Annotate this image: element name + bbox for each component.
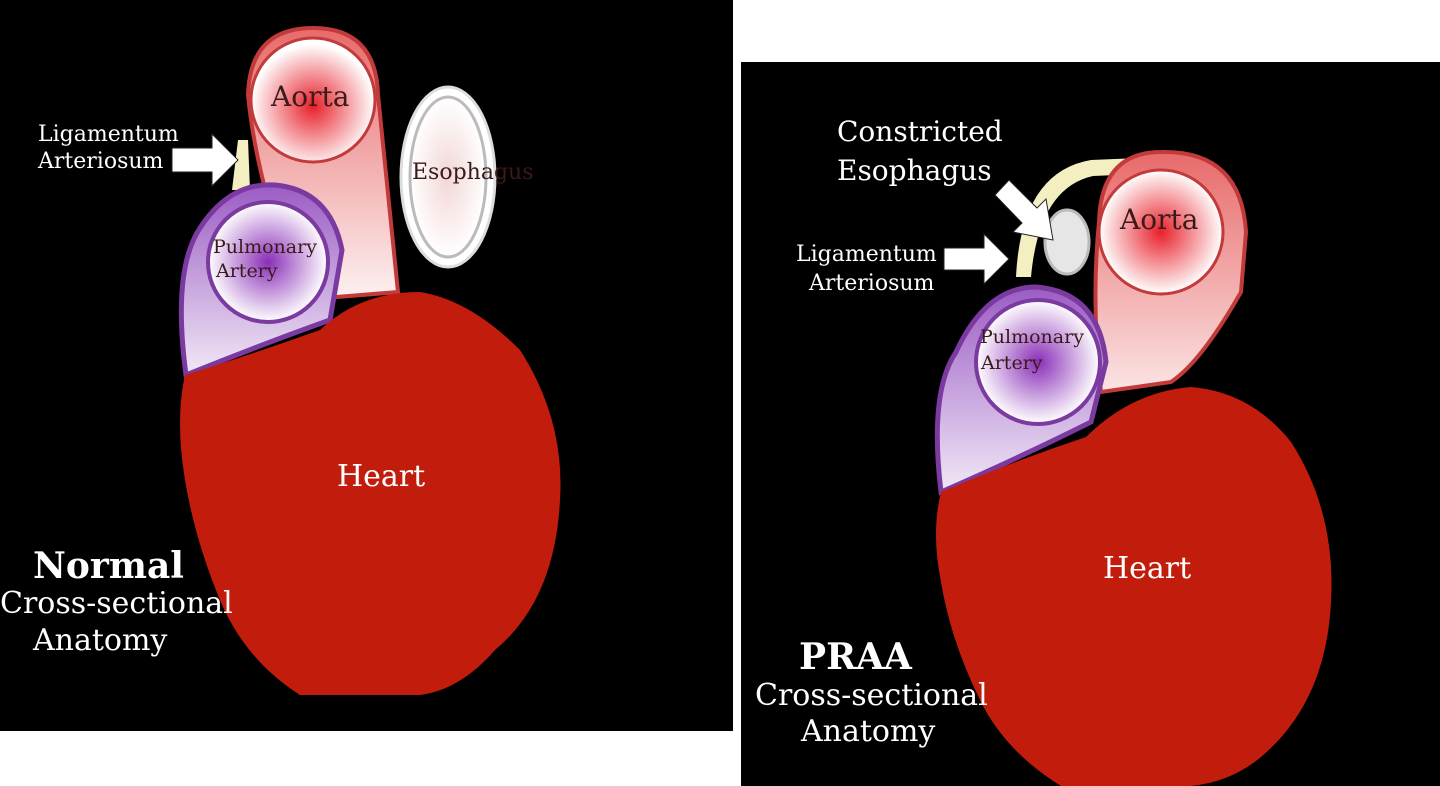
ligamentum-arrow-icon bbox=[171, 132, 239, 188]
aorta-cross-section bbox=[1097, 168, 1225, 296]
constricted-esophagus-shape bbox=[1043, 208, 1091, 276]
ligamentum-arrow-icon bbox=[943, 232, 1010, 286]
normal-anatomy-panel: Aorta Esophagus Ligamentum Arteriosum Pu… bbox=[0, 0, 733, 731]
pulmonary-label-line2: Artery bbox=[216, 260, 278, 282]
esophagus-arrow-icon bbox=[994, 179, 1054, 241]
panel-subtitle-line2: Anatomy bbox=[33, 623, 168, 658]
pulmonary-label-line1: Pulmonary bbox=[213, 236, 317, 258]
panel-subtitle-line1: Cross-sectional bbox=[0, 586, 233, 621]
pulmonary-label-line2: Artery bbox=[981, 352, 1043, 374]
aorta-label: Aorta bbox=[271, 80, 350, 113]
esophagus-label: Esophagus bbox=[412, 160, 534, 185]
heart-label: Heart bbox=[337, 459, 426, 494]
pulmonary-label-line1: Pulmonary bbox=[980, 326, 1084, 348]
panel-title: PRAA bbox=[799, 636, 912, 678]
aorta-label: Aorta bbox=[1120, 203, 1199, 236]
heart-label: Heart bbox=[1103, 551, 1192, 586]
constricted-esophagus-label-line2: Esophagus bbox=[837, 154, 992, 187]
pulmonary-artery-cross-section bbox=[206, 200, 330, 324]
praa-anatomy-drawing bbox=[934, 149, 1332, 786]
panel-subtitle-line1: Cross-sectional bbox=[755, 678, 988, 713]
ligamentum-arteriosum bbox=[1016, 158, 1139, 277]
panel-title: Normal bbox=[33, 545, 184, 587]
aorta-cross-section bbox=[249, 36, 377, 164]
constricted-esophagus-label-line1: Constricted bbox=[837, 115, 1003, 148]
panel-subtitle-line2: Anatomy bbox=[801, 714, 936, 749]
ligamentum-label-line1: Ligamentum bbox=[796, 242, 937, 267]
pulmonary-artery-cross-section bbox=[974, 298, 1102, 426]
heart-shape bbox=[180, 292, 561, 695]
ligamentum-label-line2: Arteriosum bbox=[38, 149, 164, 174]
ligamentum-label-line2: Arteriosum bbox=[809, 271, 935, 296]
heart-shape bbox=[936, 387, 1332, 786]
ligamentum-label-line1: Ligamentum bbox=[38, 122, 179, 147]
ligamentum-arteriosum bbox=[232, 140, 250, 190]
praa-anatomy-panel: Aorta Constricted Esophagus Ligamentum A… bbox=[741, 62, 1440, 786]
normal-anatomy-drawing bbox=[171, 25, 561, 695]
